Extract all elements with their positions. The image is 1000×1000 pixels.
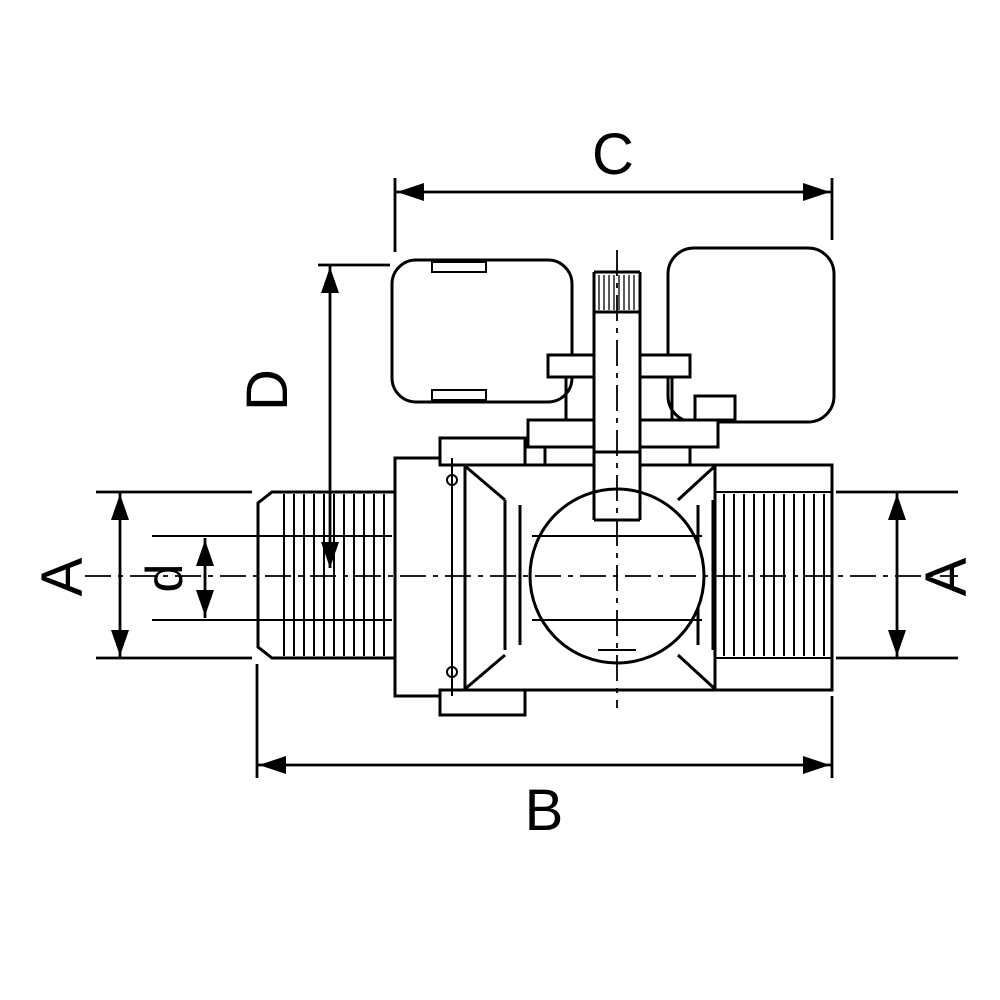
dimension-D: D <box>235 263 390 568</box>
arrowhead-top-d <box>196 540 214 566</box>
arrowhead-right-C <box>803 183 830 201</box>
arrowhead-top-A-left <box>111 494 129 520</box>
handle-left-wing <box>390 258 574 404</box>
arrowhead-top-A-right <box>888 494 906 520</box>
valve-drawing <box>85 246 958 717</box>
dimension-label-B: B <box>525 778 564 843</box>
body-neck-diagonals <box>464 464 717 691</box>
arrowhead-bottom-D <box>321 542 339 568</box>
arrowhead-bottom-d <box>196 590 214 616</box>
retaining-ring-dot-top <box>446 474 458 486</box>
dimension-C: C <box>393 122 834 252</box>
right-thread-boundaries <box>715 491 832 659</box>
arrowhead-right-B <box>803 756 830 774</box>
extension-lines-A-left <box>96 490 252 660</box>
dimension-label-D: D <box>235 369 300 411</box>
union-nut-bottom-step <box>438 688 527 717</box>
dimension-label-C: C <box>592 122 634 187</box>
seat-lines <box>503 500 715 650</box>
arrowhead-top-D <box>321 267 339 293</box>
dimension-label-d: d <box>136 564 194 593</box>
handle-grip-notches <box>431 261 487 401</box>
bonnet-tab <box>693 394 737 422</box>
dimension-B: B <box>255 664 834 843</box>
arrowhead-bottom-A-left <box>111 630 129 656</box>
dimension-A-right: A <box>836 490 979 660</box>
arrowhead-left-C <box>397 183 424 201</box>
right-thread-lines <box>723 494 825 656</box>
dimension-label-A-left: A <box>30 557 95 596</box>
stem-knurl <box>598 275 635 310</box>
bonnet-neck-lines <box>543 447 692 465</box>
retaining-ring-dot-bottom <box>446 666 458 678</box>
left-thread-lines <box>283 494 385 656</box>
union-nut <box>393 456 467 698</box>
left-bore-lines <box>152 535 392 621</box>
dimension-d: d <box>136 538 214 618</box>
arrowhead-left-B <box>259 756 286 774</box>
union-nut-top-step <box>438 436 527 467</box>
extension-lines-C <box>393 178 834 252</box>
arrowhead-bottom-A-right <box>888 630 906 656</box>
handle-right-wing <box>666 246 836 424</box>
bonnet-side-lines <box>564 377 674 420</box>
dimension-label-A-right: A <box>914 557 979 596</box>
dimension-A-left: A <box>30 490 252 660</box>
